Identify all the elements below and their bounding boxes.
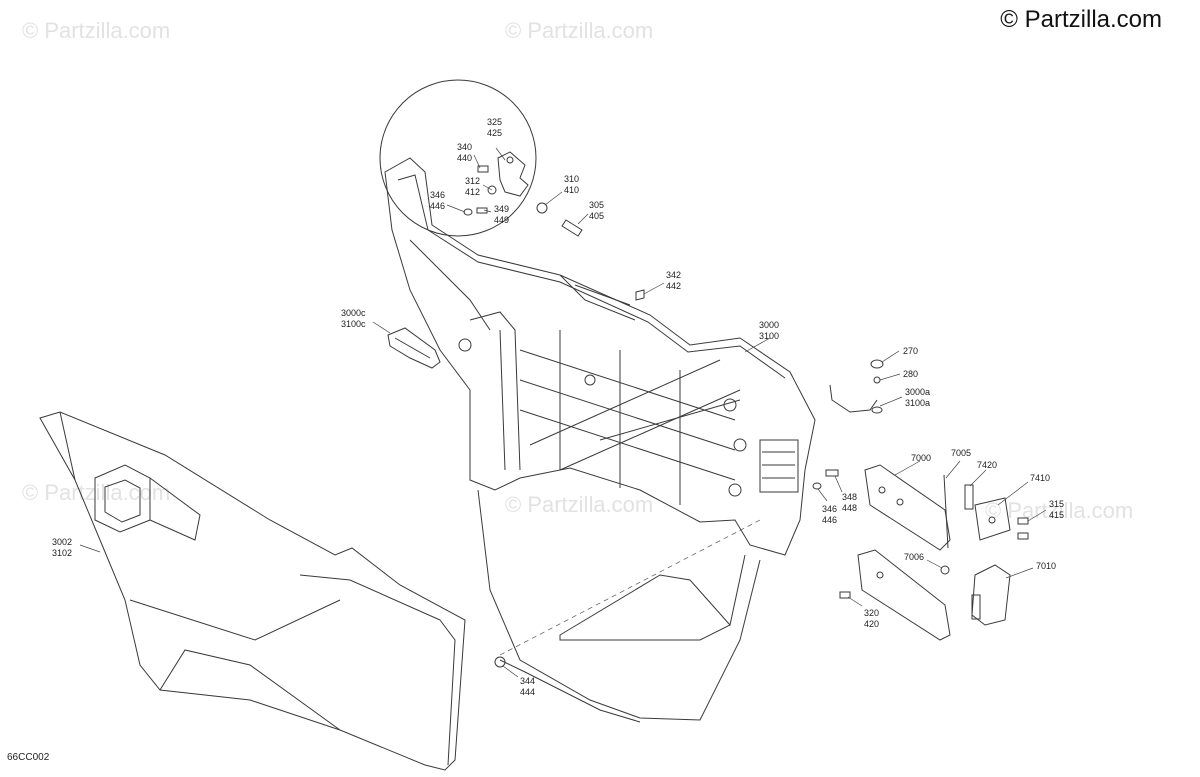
assembly-guideline	[499, 519, 761, 656]
watermark: © Partzilla.com	[505, 492, 653, 517]
watermarks: © Partzilla.com © Partzilla.com © Partzi…	[22, 18, 1133, 523]
callout-7410[interactable]: 7410	[1030, 473, 1050, 483]
washer-346-lower[interactable]	[812, 482, 822, 490]
callout-7420[interactable]: 7420	[977, 460, 997, 470]
spring-7006[interactable]	[940, 565, 950, 575]
hinge-7010[interactable]	[971, 564, 1011, 626]
callout-7006[interactable]: 7006	[904, 552, 924, 562]
hinge-plate-7420[interactable]	[964, 484, 974, 510]
nut-344[interactable]	[494, 656, 506, 668]
watermark: © Partzilla.com	[505, 18, 653, 43]
watermark: © Partzilla.com	[22, 18, 170, 43]
callout-280[interactable]: 280	[903, 369, 918, 379]
screw-340[interactable]	[477, 165, 489, 173]
nut-312[interactable]	[487, 185, 497, 195]
handle-3000c[interactable]	[387, 327, 441, 369]
callout-7010[interactable]: 7010	[1036, 561, 1056, 571]
bushing-310[interactable]	[536, 202, 548, 214]
clip-342[interactable]	[635, 289, 645, 301]
callout-270[interactable]: 270	[903, 346, 918, 356]
washer-346[interactable]	[463, 208, 473, 216]
diagram-code: 66CC002	[7, 752, 50, 763]
door-panel-3002[interactable]	[39, 411, 466, 771]
cable-3000a[interactable]	[829, 384, 883, 414]
hinge-arm-7000[interactable]	[864, 464, 951, 551]
callout-7005[interactable]: 7005	[951, 448, 971, 458]
nut-280[interactable]	[873, 376, 881, 384]
bolt-348[interactable]	[825, 469, 839, 477]
door-frame-3000[interactable]	[384, 157, 816, 556]
pin-305[interactable]	[561, 219, 583, 237]
hinge-7410[interactable]	[974, 497, 1011, 541]
copyright-text: © Partzilla.com	[1000, 6, 1162, 33]
callout-7000[interactable]: 7000	[911, 453, 931, 463]
cap-270[interactable]	[870, 359, 884, 369]
lower-door-shell	[477, 489, 761, 723]
hinge-pin-7005[interactable]	[943, 474, 949, 549]
leader-lines	[79, 147, 1047, 678]
detail-circle	[379, 79, 537, 237]
watermark: © Partzilla.com	[985, 498, 1133, 523]
watermark: © Partzilla.com	[22, 480, 170, 505]
hinge-arm-lower[interactable]	[857, 549, 951, 641]
latch-assembly-325[interactable]	[497, 151, 529, 197]
screw-320[interactable]	[839, 591, 851, 599]
